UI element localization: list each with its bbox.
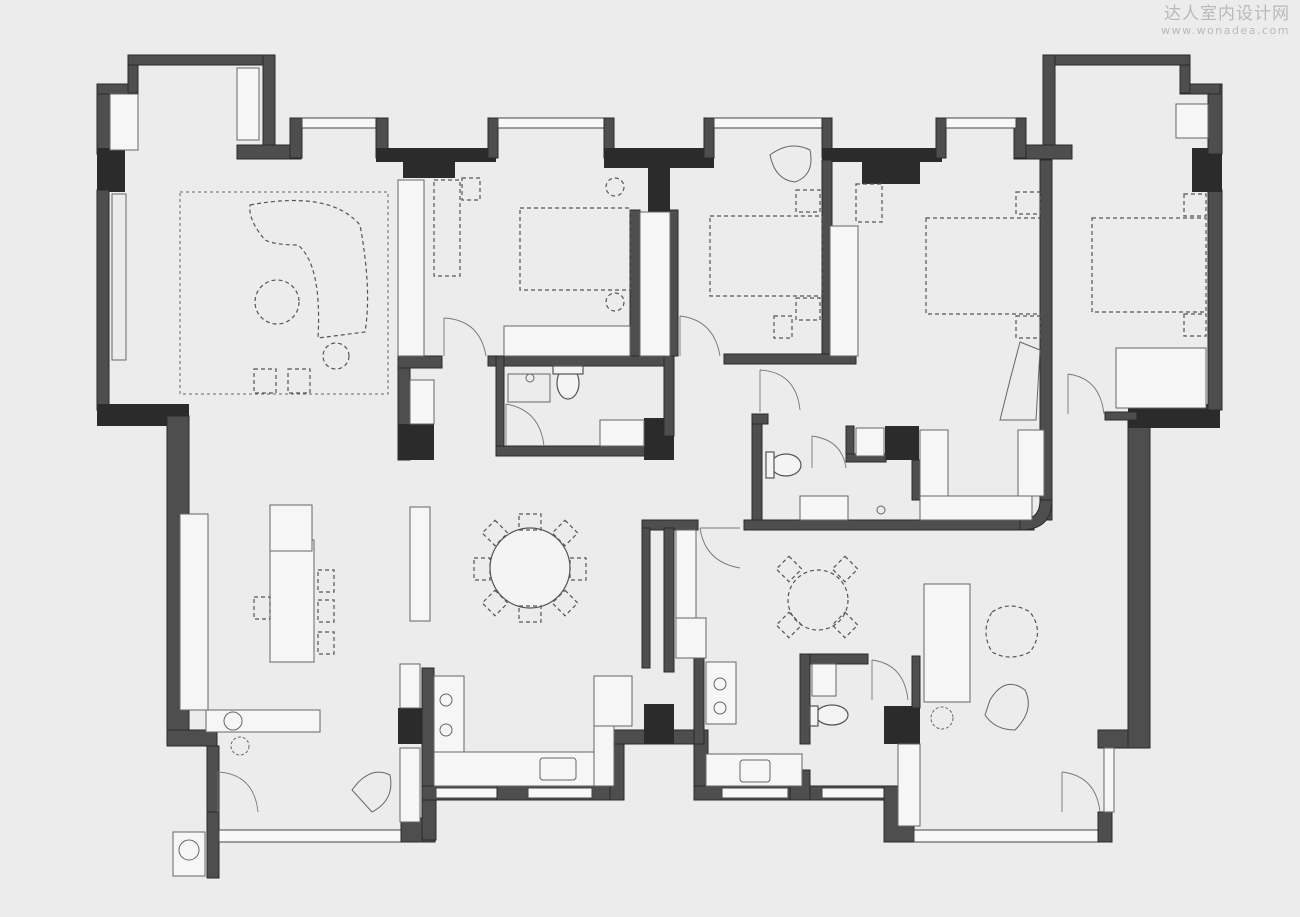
toilet (770, 453, 802, 477)
living-room (109, 67, 425, 395)
bedroom-3 (1091, 103, 1209, 409)
bathroom-3 (809, 663, 1115, 827)
family-area (675, 529, 1039, 731)
curved-sofa (249, 199, 369, 339)
bedroom-1 (409, 177, 671, 425)
round-table (787, 569, 849, 631)
kitchen-1 (399, 663, 633, 823)
master-bedroom (919, 191, 1045, 521)
exterior-walls (96, 54, 1223, 879)
toilet (815, 704, 849, 726)
bathroom-2 (765, 427, 886, 521)
kitchen-island (269, 539, 315, 663)
bed (519, 207, 631, 291)
door-swings (217, 315, 1105, 813)
dining-area (172, 504, 587, 877)
bed (709, 215, 823, 297)
coffee-table (254, 279, 300, 325)
bathroom-1 (507, 365, 645, 447)
bed (925, 217, 1043, 315)
round-dining-table (489, 527, 571, 609)
bed (1091, 217, 1207, 313)
kitchen-2 (705, 661, 803, 787)
bedroom-2 (709, 145, 883, 357)
